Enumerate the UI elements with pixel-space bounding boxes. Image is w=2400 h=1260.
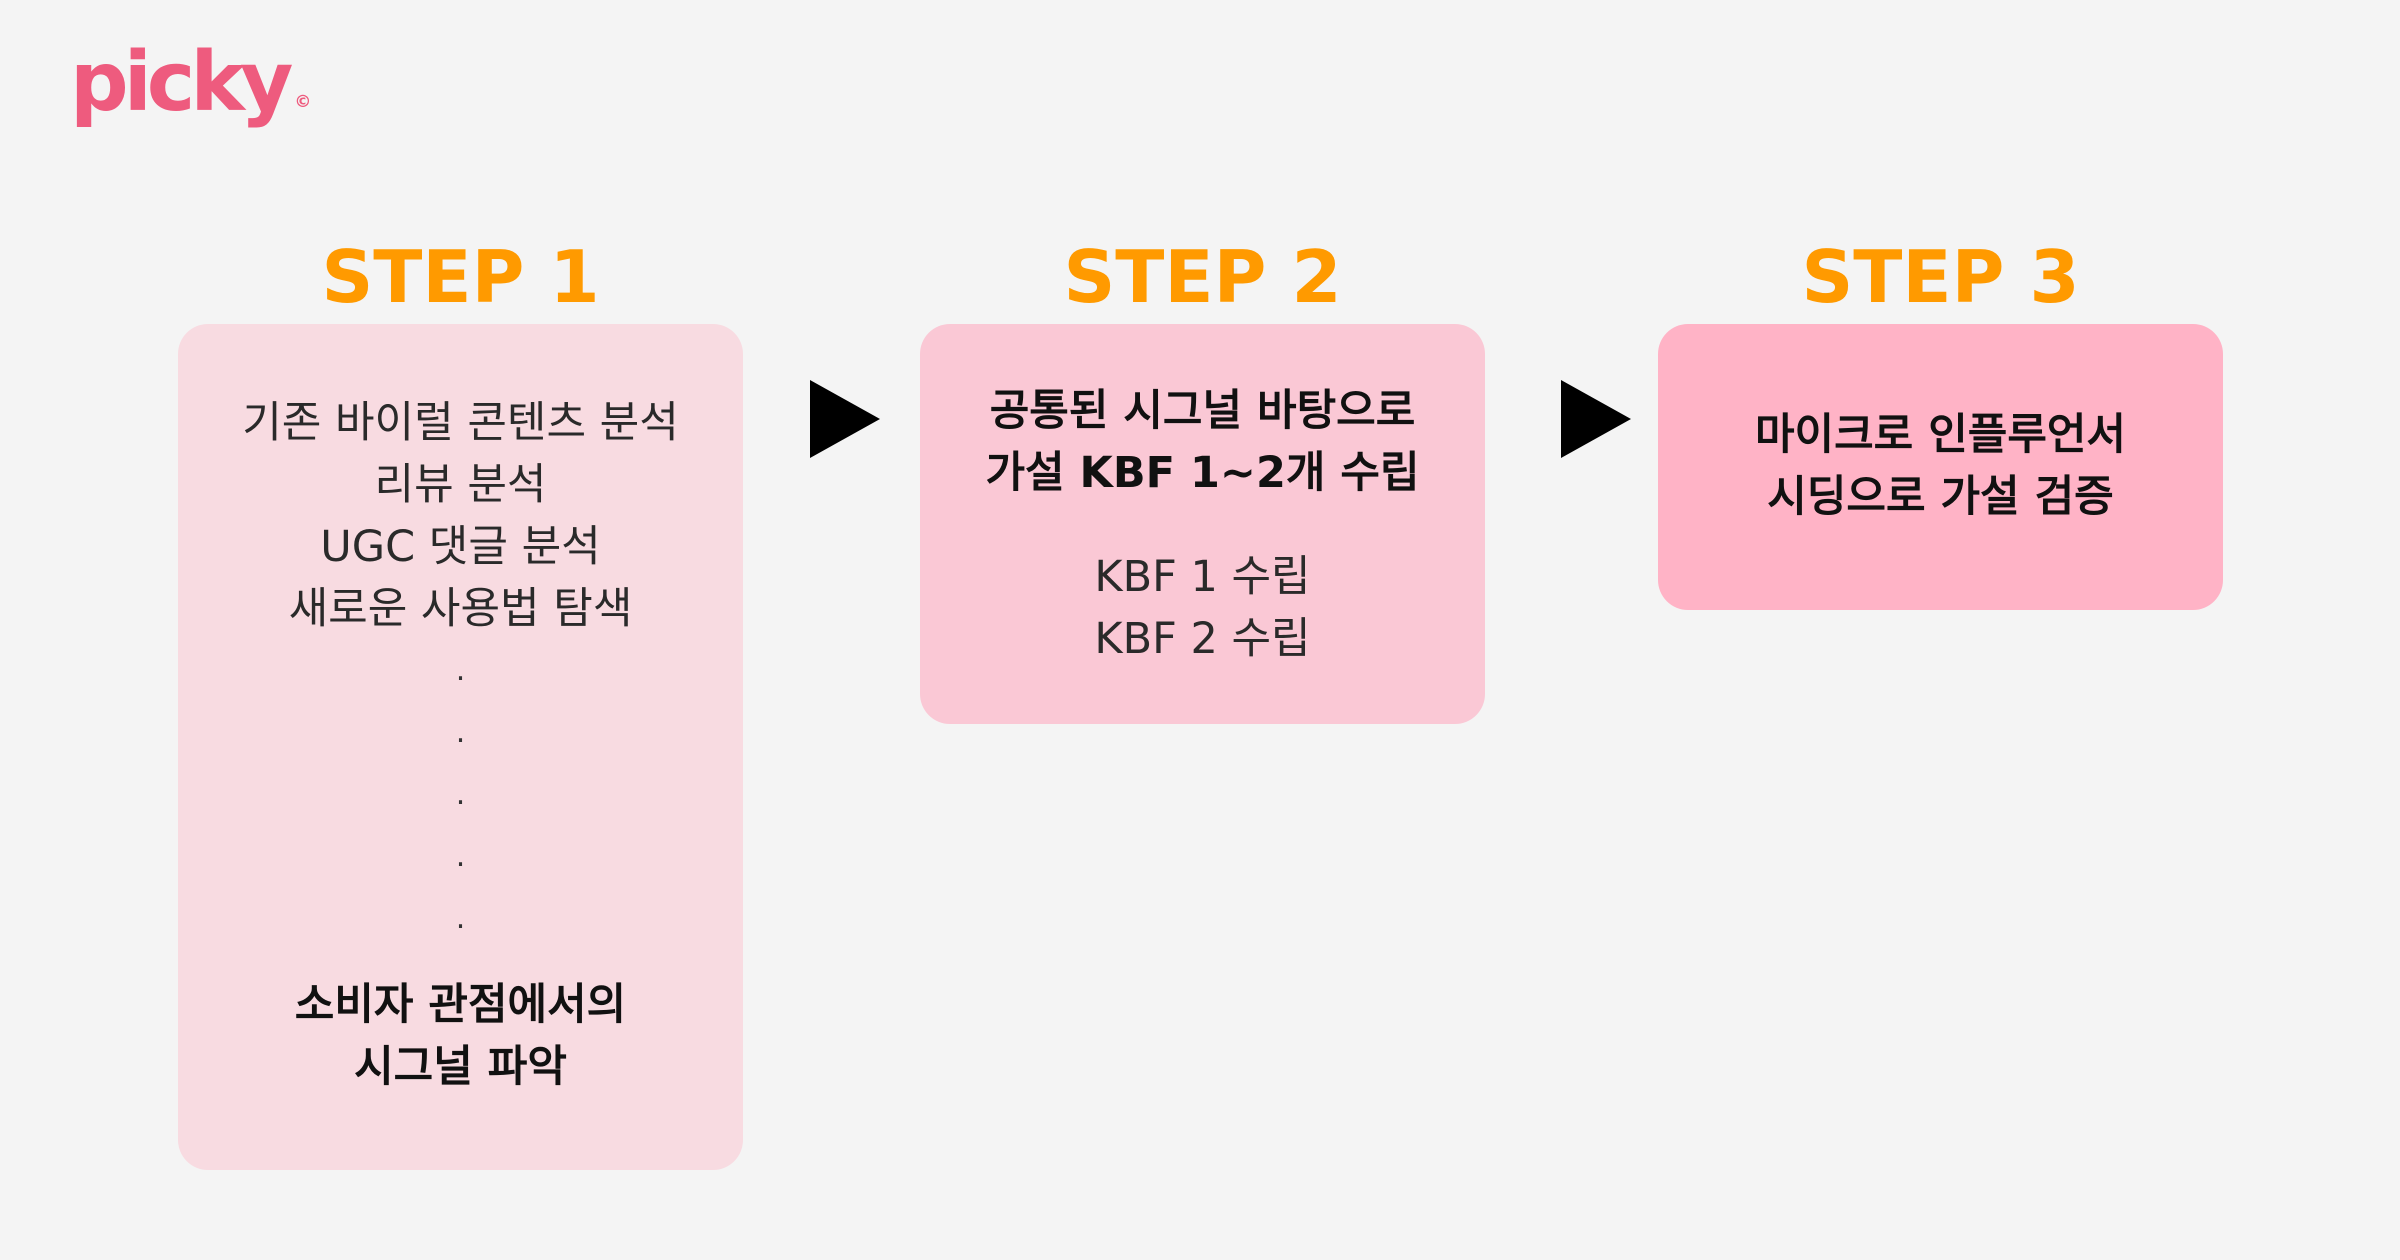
step-3-card: 마이크로 인플루언서 시딩으로 가설 검증	[1658, 324, 2223, 610]
logo-wordmark: picky	[70, 35, 293, 130]
step-1-item: 기존 바이럴 콘텐츠 분석	[242, 398, 679, 448]
picky-logo: picky ©	[70, 42, 311, 124]
step-1-item: 리뷰 분석	[374, 460, 547, 510]
copyright-mark: ©	[294, 92, 312, 112]
step-2-title: STEP 2	[1063, 235, 1342, 319]
step-2-item: KBF 1 수립	[1094, 552, 1311, 602]
step-1-summary: 소비자 관점에서의	[294, 980, 627, 1030]
ellipsis-dot: .	[455, 715, 466, 750]
step-2-card: 공통된 시그널 바탕으로 가설 KBF 1~2개 수립 KBF 1 수립 KBF…	[920, 324, 1485, 724]
ellipsis-dot: .	[455, 839, 466, 874]
play-triangle-icon	[1561, 380, 1631, 458]
step-1-summary: 시그널 파악	[354, 1042, 567, 1092]
step-3-heading: 시딩으로 가설 검증	[1767, 472, 2114, 522]
step-2-heading: 공통된 시그널 바탕으로	[989, 386, 1416, 436]
play-triangle-icon	[810, 380, 880, 458]
step-1-title: STEP 1	[321, 235, 600, 319]
ellipsis-dot: .	[455, 901, 466, 936]
step-1-item: UGC 댓글 분석	[320, 522, 601, 572]
step-3-heading: 마이크로 인플루언서	[1754, 410, 2126, 460]
step-2-item: KBF 2 수립	[1094, 614, 1311, 664]
step-1-item: 새로운 사용법 탐색	[288, 584, 633, 634]
step-3-title: STEP 3	[1801, 235, 2080, 319]
step-1-card: 기존 바이럴 콘텐츠 분석 리뷰 분석 UGC 댓글 분석 새로운 사용법 탐색…	[178, 324, 743, 1170]
ellipsis-dot: .	[455, 777, 466, 812]
ellipsis-dot: .	[455, 653, 466, 688]
step-2-heading: 가설 KBF 1~2개 수립	[985, 448, 1420, 498]
